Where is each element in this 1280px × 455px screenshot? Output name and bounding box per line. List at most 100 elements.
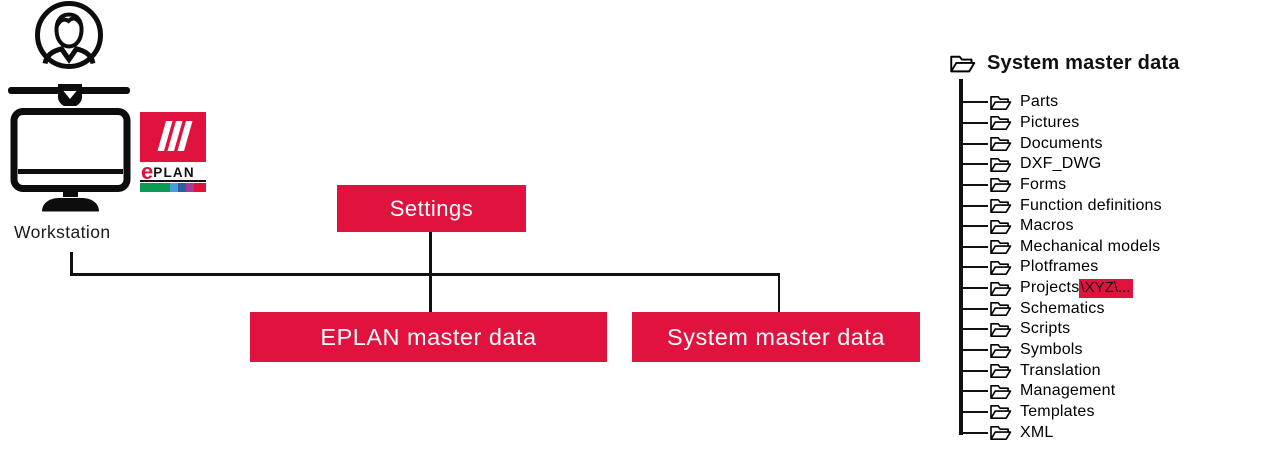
system-master-data-node: System master data xyxy=(632,312,920,362)
tree-item: Parts xyxy=(963,92,1162,113)
tree-item-label: Mechanical models xyxy=(1020,237,1161,255)
folder-open-icon xyxy=(990,426,1012,441)
tree-item-label: Schematics xyxy=(1020,299,1105,317)
tree-header: System master data xyxy=(948,52,1180,75)
tree-branch-line xyxy=(963,287,988,290)
tree-item: Macros xyxy=(963,216,1162,237)
tree-item: Mechanical models xyxy=(963,236,1162,257)
eplan-logo-square xyxy=(140,112,206,162)
eplan-logo: e PLAN xyxy=(140,112,206,192)
connector-system-vertical xyxy=(777,273,780,313)
folder-open-icon xyxy=(990,178,1012,193)
tree-item-label: Translation xyxy=(1020,361,1101,379)
logo-bar-segment xyxy=(186,183,194,192)
monitor-neck xyxy=(63,188,78,197)
tree-item-label: XML xyxy=(1020,423,1054,441)
tree-item: Forms xyxy=(963,175,1162,196)
tree-item-label: Pictures xyxy=(1020,113,1080,131)
folder-open-icon xyxy=(990,219,1012,234)
workstation-label: Workstation xyxy=(14,222,111,242)
tree-branch-line xyxy=(963,390,988,393)
tree-branch-line xyxy=(963,225,988,228)
logo-bar-segment xyxy=(194,183,206,192)
tree-item-label: Function definitions xyxy=(1020,196,1162,214)
connector-horizontal xyxy=(70,273,780,276)
tree-item: Documents xyxy=(963,133,1162,154)
tree-branch-line xyxy=(963,369,988,372)
tree-item: Templates xyxy=(963,402,1162,423)
tree-item-label: Symbols xyxy=(1020,341,1083,358)
tree-rows: Parts Pictures Documents DXF_DWG Forms xyxy=(963,92,1162,443)
folder-open-icon xyxy=(990,302,1012,317)
logo-bar-segment xyxy=(170,183,178,192)
folder-open-icon xyxy=(990,281,1012,296)
tree-branch-line xyxy=(963,121,988,124)
tree-item: Plotframes xyxy=(963,257,1162,278)
tree-item: Translation xyxy=(963,360,1162,381)
folder-open-icon xyxy=(990,116,1012,131)
eplan-logo-plan: PLAN xyxy=(153,165,195,180)
tree-trunk-line xyxy=(959,79,963,435)
eplan-logo-wordmark: e PLAN xyxy=(140,159,206,184)
tree-branch-line xyxy=(963,245,988,248)
tree-item-label: Documents xyxy=(1020,134,1103,152)
tree-branch-line xyxy=(963,307,988,310)
tree-item-label: Forms xyxy=(1020,175,1067,193)
tree-branch-line xyxy=(963,183,988,186)
tree-branch-line xyxy=(963,410,988,413)
tree-item: Management xyxy=(963,381,1162,402)
tree-item: Pictures xyxy=(963,113,1162,134)
logo-bar-segment xyxy=(178,183,186,192)
folder-open-icon xyxy=(990,405,1012,420)
tree-item: XML xyxy=(963,422,1162,443)
folder-open-icon xyxy=(990,260,1012,275)
tree-item-label: Projects xyxy=(1020,279,1080,297)
tree-branch-line xyxy=(963,101,988,104)
folder-open-icon xyxy=(990,240,1012,255)
tree-item-label: Templates xyxy=(1020,402,1095,420)
tree-item: Projects \XYZ\... xyxy=(963,278,1162,299)
folder-open-icon xyxy=(990,157,1012,172)
tree-item: Scripts xyxy=(963,319,1162,340)
monitor-mount-icon xyxy=(8,84,130,106)
eplan-logo-e: e xyxy=(141,159,154,184)
folder-open-icon xyxy=(950,55,976,73)
highlighted-path-badge: \XYZ\... xyxy=(1079,278,1134,298)
tree-item-label: DXF_DWG xyxy=(1020,155,1102,173)
tree-branch-line xyxy=(963,142,988,145)
tree-item: DXF_DWG xyxy=(963,154,1162,175)
folder-open-icon xyxy=(990,322,1012,337)
tree-item: Symbols xyxy=(963,340,1162,361)
workstation-icon xyxy=(8,1,131,212)
logo-bar-segment xyxy=(140,183,170,192)
folder-open-icon xyxy=(990,343,1012,358)
eplan-logo-colorbar xyxy=(140,183,206,192)
tree-item-label: Parts xyxy=(1020,93,1059,111)
folder-open-icon xyxy=(990,199,1012,213)
tree-branch-line xyxy=(963,349,988,351)
tree-item-label: Scripts xyxy=(1020,320,1071,338)
eplan-master-data-node: EPLAN master data xyxy=(250,312,607,362)
eplan-slashes-icon xyxy=(157,121,193,151)
monitor-icon xyxy=(10,108,131,192)
tree-item: Schematics xyxy=(963,298,1162,319)
tree-item-label: Management xyxy=(1020,382,1116,400)
tree-branch-line xyxy=(963,328,988,331)
folder-open-icon xyxy=(990,95,1012,110)
connector-workstation-stub xyxy=(70,252,73,274)
person-icon xyxy=(35,1,103,69)
tree-item-label: Macros xyxy=(1020,217,1074,235)
tree-branch-line xyxy=(963,204,988,207)
tree-item: Function definitions xyxy=(963,195,1162,216)
folder-open-icon xyxy=(990,384,1012,399)
settings-node: Settings xyxy=(337,185,526,232)
tree-branch-line xyxy=(963,163,988,166)
folder-open-icon xyxy=(990,137,1012,152)
tree-title: System master data xyxy=(987,52,1180,74)
connector-settings-vertical xyxy=(429,230,432,313)
folder-open-icon xyxy=(990,364,1012,379)
monitor-base xyxy=(42,198,99,212)
tree-item-label: Plotframes xyxy=(1020,258,1099,276)
tree-branch-line xyxy=(963,266,988,269)
tree-branch-line xyxy=(963,431,988,434)
